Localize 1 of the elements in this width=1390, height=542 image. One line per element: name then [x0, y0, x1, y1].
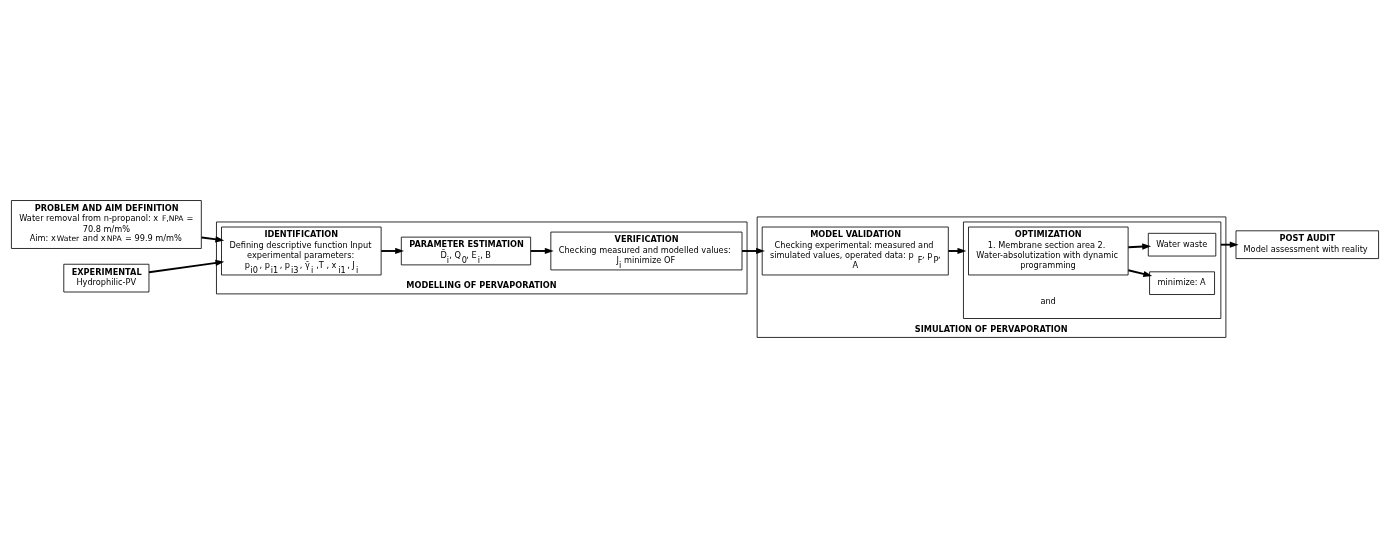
label: and — [1040, 295, 1056, 306]
